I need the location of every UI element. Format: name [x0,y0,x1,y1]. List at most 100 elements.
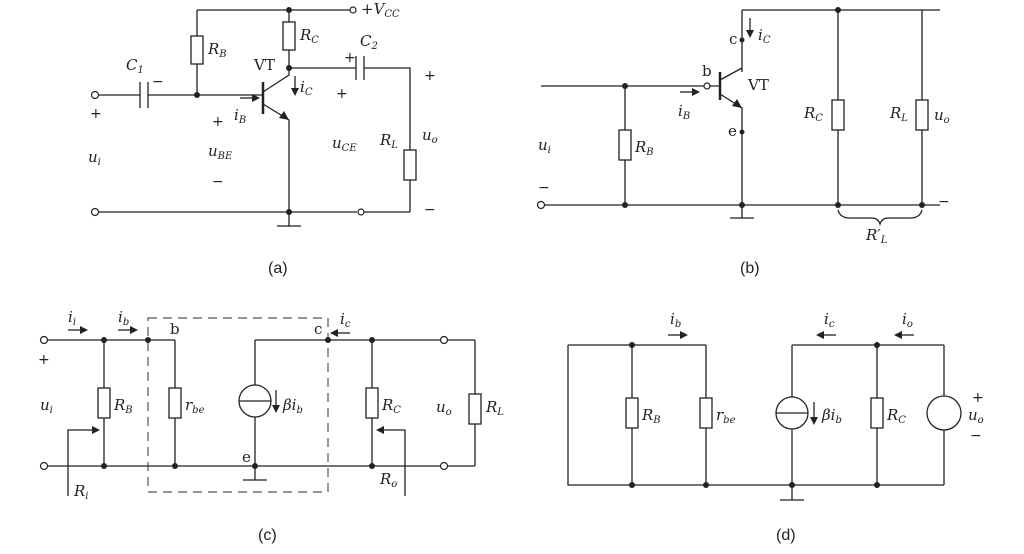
a-input-terminal [90,207,100,217]
d-io-label: io [902,310,913,330]
c-ic-label: ic [340,310,351,330]
b-uo-minus: − [938,194,950,210]
c-input-terminal [39,335,49,345]
a-ground-symbol [277,212,301,227]
b-input-terminal [536,200,546,210]
a-vt-label: VT [253,56,275,74]
a-c1-label: C1 [126,56,144,76]
a-ic-arrowhead [291,88,299,96]
d-beta-label: βib [821,406,842,426]
a-ui-plus: + [90,106,102,122]
a-uo-plus: + [424,68,436,84]
a-ib-label: iB [234,106,246,126]
d-rbe-resistor [699,397,713,429]
d-ground-symbol [780,485,804,501]
circuit-d: ib ic io RB rbe βib RC + uo − (d) [567,310,984,544]
c-ii-label: ii [68,308,76,328]
d-ic-arrowhead [816,331,824,339]
c-b-label: b [170,320,180,338]
a-ube-minus: − [212,174,224,190]
b-ui-minus: − [538,180,550,196]
c-ground-symbol [243,466,267,481]
a-transistor-emitter [262,103,290,212]
a-vcc-label: +VCC [361,0,400,20]
b-rc-label: RC [803,104,823,124]
c-ui-label: ui [40,396,53,416]
b-rl-label: RL [889,104,908,124]
c-c-label: c [314,320,322,338]
a-c1-minus: − [152,74,164,90]
c-transistor-model-box [147,317,329,493]
a-rb-label: RB [207,40,227,60]
a-ib-arrowhead [252,94,260,102]
c-ri-label: Ri [73,482,89,502]
c-node [325,337,331,343]
b-ic-label: iC [758,26,771,46]
b-vt-label: VT [747,76,769,94]
d-voltage-source [926,395,962,431]
c-node [369,463,375,469]
b-rl-brace [837,209,923,227]
b-caption: (b) [740,260,760,277]
d-loop-wire [567,345,944,486]
c-e-label: e [242,448,251,466]
b-rb-label: RB [634,138,654,158]
a-uce-label: uCE [332,134,357,154]
d-caption: (d) [776,527,796,544]
d-rbe-label: rbe [716,406,736,426]
a-caption: (a) [268,260,288,277]
b-rc-resistor [831,99,845,131]
a-rc-label: RC [299,26,319,46]
c-output-terminal [439,335,449,345]
c-ro-label: Ro [379,470,397,490]
circuit-c: ii ib b c ic + ui RB rbe βib e RC uo RL … [38,308,504,544]
a-node [194,92,200,98]
b-transistor-collector [719,67,743,81]
b-ib-arrowhead [692,88,700,96]
c-rc-label: RC [381,396,401,416]
c-source-arrowhead [272,405,280,413]
a-uce-plus: + [336,86,348,102]
b-emitter-node [739,129,745,135]
c-ui-plus: + [38,352,50,368]
b-emitter-arrow [732,99,742,108]
c-ro-arrow [380,429,406,496]
c-beta-label: βib [282,396,303,416]
b-c-label: c [729,30,737,48]
a-transistor-collector [262,68,290,93]
c-rl-resistor [468,393,482,425]
d-rb-label: RB [641,406,661,426]
circuit-a: C1 − RB RC VT C2 + +VCC iC iB + uBE − + … [88,0,438,277]
d-rc-resistor [870,397,884,429]
b-e-label: e [728,122,737,140]
c-rl-label: RL [485,398,504,418]
a-rl-label: RL [379,131,398,151]
b-uo-label: uo [934,106,950,126]
c-rb-resistor [97,387,111,419]
a-input-terminal [90,90,100,100]
a-c2-plus: + [344,50,356,66]
d-source-arrowhead [810,417,818,425]
a-rb-resistor [190,35,204,65]
a-node [286,7,292,13]
a-uo-minus: − [424,202,436,218]
b-collector-node [739,37,745,43]
c-ri-arrow [67,429,96,496]
d-uo-plus: + [972,390,984,406]
circuit-b: c iC b VT iB e ui − RB RC RL uo − R′L (b… [536,7,950,277]
c-ii-arrowhead [80,326,88,334]
c-ib-arrowhead [130,326,138,334]
b-rlp-label: R′L [865,226,888,246]
a-uo-label: uo [422,126,438,146]
a-rl-resistor [403,149,417,181]
d-uo-label: uo [968,406,984,426]
c-caption: (c) [258,527,277,544]
b-rb-resistor [618,129,632,161]
d-rc-label: RC [886,406,906,426]
a-output-terminal [357,208,365,216]
c-rc-resistor [365,387,379,419]
b-node [622,202,628,208]
c-rbe-resistor [168,387,182,419]
